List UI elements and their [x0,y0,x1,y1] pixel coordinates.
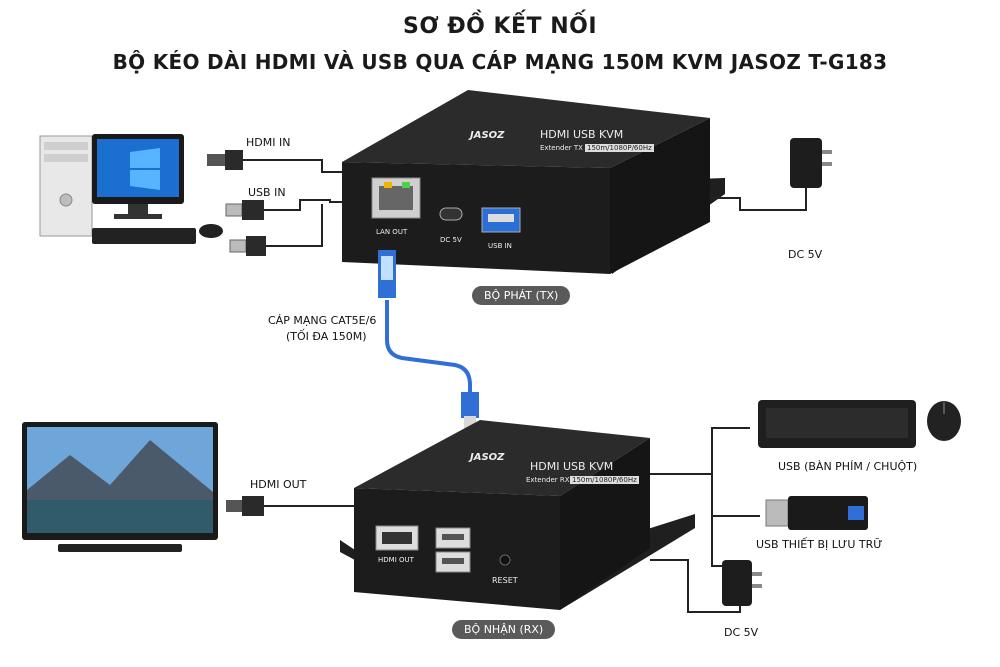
diagram-subtitle: BỘ KÉO DÀI HDMI VÀ USB QUA CÁP MẠNG 150M… [112,50,888,74]
keyboard-icon [758,400,916,448]
tv-icon [22,422,218,552]
tx-port-usb-label: USB IN [488,242,512,250]
tx-tag: BỘ PHÁT (TX) [472,286,571,305]
tx-dc5v-label: DC 5V [788,248,823,261]
rx-dc5v-label: DC 5V [724,626,759,639]
rx-product-name: HDMI USB KVM [530,460,614,473]
rx-spec: 150m/1080P/60Hz [570,476,639,484]
hdmi-out-label: HDMI OUT [250,478,307,491]
rx-power-adapter-icon [722,560,762,606]
rx-model: Extender RX [526,476,570,484]
usb-plug-icon [225,200,264,220]
tx-brand-logo: JASOZ [470,130,505,141]
usb-in-label: USB IN [248,186,286,199]
tx-spec: 150m/1080P/60Hz [585,144,654,152]
network-cable [378,250,479,438]
usb-storage-label: USB THIẾT BỊ LƯU TRỮ [756,538,883,551]
usb-keyboard-mouse-label: USB (BÀN PHÍM / CHUỘT) [778,460,918,473]
diagram-title: SƠ ĐỒ KẾT NỐI [402,14,598,39]
tx-product-name: HDMI USB KVM [540,128,624,141]
tx-port-dc-label: DC 5V [440,236,462,244]
pc-cables [240,159,342,247]
tx-port-lan-label: LAN OUT [376,228,408,236]
tx-extender-device [342,90,725,274]
rx-tag: BỘ NHẬN (RX) [452,620,556,639]
rx-port-reset-label: RESET [492,576,518,585]
cable-label-line1: CÁP MẠNG CAT5E/6 [268,314,377,327]
rx-brand-logo: JASOZ [470,452,505,463]
hdmi-in-label: HDMI IN [246,136,291,149]
hdmi-plug-icon [207,150,243,170]
rx-port-hdmi-label: HDMI OUT [378,556,414,564]
mouse-icon [927,401,961,441]
tx-model: Extender TX [540,144,583,152]
cable-label-line2: (TỐI ĐA 150M) [286,330,367,343]
usb-flash-drive-icon [765,496,868,530]
tx-power-adapter-icon [710,138,832,211]
usb-plug-icon [229,236,266,256]
desktop-pc-icon [39,134,223,244]
hdmi-plug-icon [226,496,354,516]
